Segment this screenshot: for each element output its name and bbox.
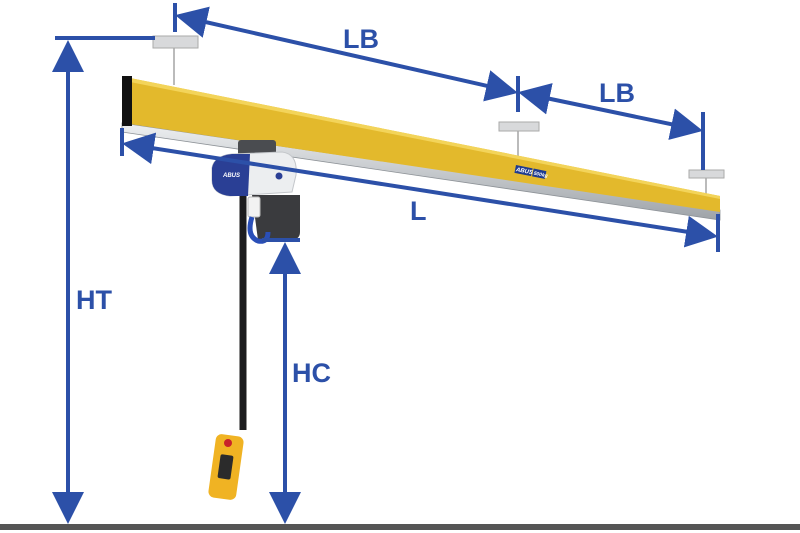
l-label: L: [410, 196, 427, 226]
suspension-2: [498, 121, 540, 158]
ht-label: HT: [76, 285, 112, 315]
svg-text:ABUS: ABUS: [222, 173, 240, 179]
lb-dimension-2: [518, 83, 703, 140]
l-dimension: [122, 132, 718, 248]
suspension-1: [152, 35, 199, 85]
control-pendant: [208, 434, 244, 500]
lb-dimension-1: [175, 6, 518, 102]
dimension-lines: [52, 3, 720, 524]
lb-label-1: LB: [343, 24, 379, 54]
ground-line: [0, 524, 800, 530]
beam-end-cap: [122, 76, 132, 126]
lb-label-2: LB: [599, 78, 635, 108]
hc-label: HC: [292, 358, 331, 388]
